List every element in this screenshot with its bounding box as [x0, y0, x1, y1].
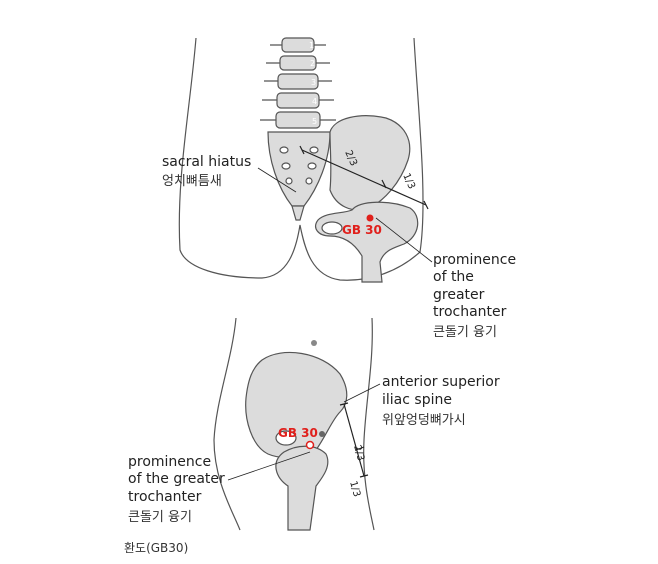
gb30-point-top	[366, 214, 374, 222]
vertebra-number: 4	[312, 97, 317, 106]
trochanter-label-line1: prominence	[433, 252, 517, 268]
top-body-outline	[178, 37, 424, 281]
bottom-figure: 2/3 1/3	[213, 317, 381, 531]
asis-label-line1: anterior superior	[382, 374, 500, 390]
trochanter-label-ko: 큰돌기 융기	[433, 325, 497, 340]
gb30-point-bottom	[305, 440, 315, 450]
bottom-measure-line	[343, 403, 365, 477]
bottom-body-outline-right	[363, 317, 375, 531]
vertebra-number: 1	[309, 41, 314, 50]
sacral-hiatus-label-ko: 엉치뼈틈새	[162, 174, 222, 189]
gb30-label-bottom: GB 30	[278, 426, 318, 440]
figure-caption: 환도(GB30)	[124, 541, 189, 555]
top-measure-ticks	[299, 145, 429, 210]
bottom-body-outline-left	[213, 317, 241, 531]
bottom-leader-asis	[343, 383, 381, 403]
top-measure-line	[301, 149, 427, 206]
lateral-ilium	[245, 351, 348, 459]
trochanter-bottom-ko: 큰돌기 융기	[128, 510, 192, 525]
sacral-foramina	[279, 146, 319, 185]
bottom-measure-ticks	[339, 402, 369, 478]
trochanter-bottom-line2: of the greater	[128, 471, 225, 487]
bottom-leader-trochanter	[227, 451, 311, 481]
sacral-hiatus-label: sacral hiatus	[162, 154, 252, 170]
right-ilium	[329, 115, 411, 211]
vertebra-number: 5	[312, 117, 317, 126]
fraction-upper-bottom: 2/3	[351, 444, 366, 463]
obturator-foramen	[321, 221, 343, 235]
fraction-lower: 1/3	[400, 172, 417, 191]
lateral-femur	[275, 445, 329, 531]
trochanter-label-line4: trochanter	[433, 304, 507, 320]
trochanter-bottom-line1: prominence	[128, 454, 212, 470]
right-femur	[315, 201, 419, 283]
vertebra-numbers: 1 2 3 4 5	[309, 41, 317, 126]
coccyx	[291, 205, 305, 221]
top-leader-sacral	[257, 167, 297, 193]
vertebra-number: 2	[310, 59, 315, 68]
trochanter-label-line3: greater	[433, 287, 485, 303]
sacrum	[267, 131, 331, 207]
trochanter-bottom-line3: trochanter	[128, 489, 202, 505]
trochanter-marker	[319, 431, 325, 437]
gb30-label-top: GB 30	[342, 223, 382, 237]
fraction-lower-bottom: 1/3	[347, 480, 362, 499]
asis-label-ko: 위앞엉덩뼈가시	[382, 413, 466, 428]
surface-landmark	[311, 340, 317, 346]
lumbar-spine	[260, 37, 336, 129]
trochanter-label-line2: of the	[433, 269, 474, 285]
top-figure: 1 2 3 4 5 2/3 1/3	[178, 37, 433, 283]
acetabulum	[275, 430, 297, 446]
vertebra-number: 3	[311, 78, 316, 87]
top-leader-trochanter	[375, 217, 433, 263]
asis-label-line2: iliac spine	[382, 392, 452, 408]
